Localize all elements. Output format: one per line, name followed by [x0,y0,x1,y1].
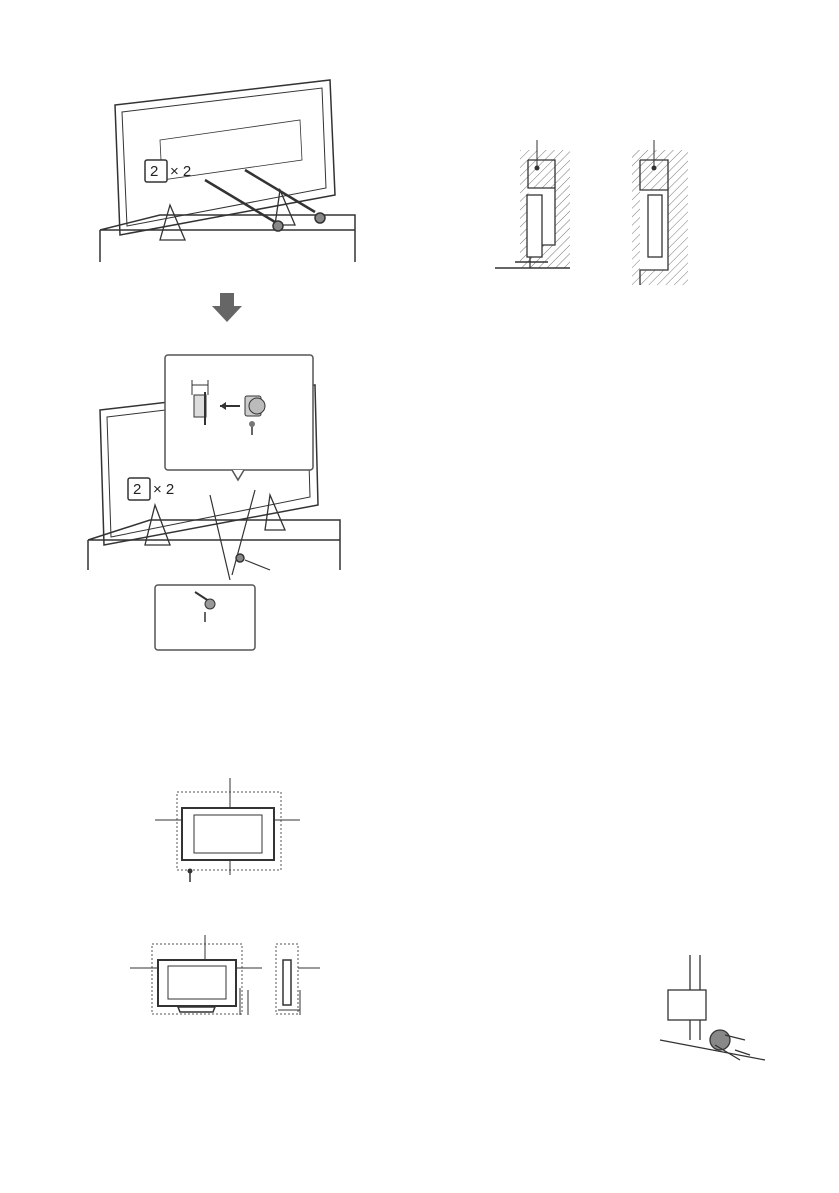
down-arrow-icon [212,293,242,322]
callout-symbol: 2 [133,481,141,498]
callout-multiplier: × 2 [153,481,174,498]
screw-callout-2: 2 × 2 [128,478,174,500]
tv-rear-screw-illustration [100,80,355,262]
callout-multiplier: × 2 [170,163,191,180]
callout-symbol: 2 [150,163,158,180]
anchor-detail-inset [155,585,255,650]
clearance-stand-diagram [130,935,320,1015]
wall-recess-illustration-mount [632,140,688,285]
screw-detail-inset [165,355,313,480]
tip-over-warning-illustration [660,955,765,1060]
wall-recess-illustration-stand [495,140,570,268]
clearance-wall-mount-diagram [155,778,300,882]
screw-callout-1: 2 × 2 [145,160,191,182]
